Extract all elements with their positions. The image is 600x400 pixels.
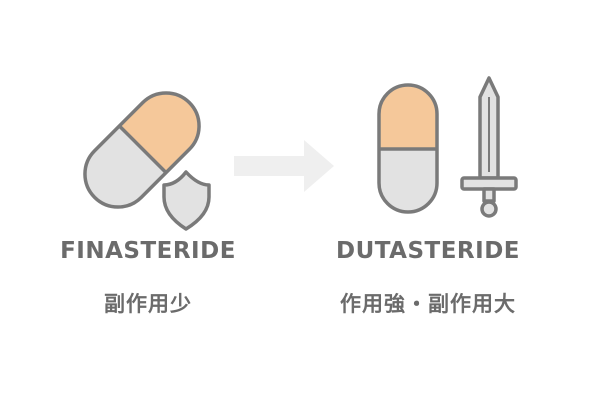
arrow-right-icon: [234, 140, 334, 192]
shield-icon: [162, 170, 211, 231]
drug-description-left: 副作用少: [104, 292, 192, 316]
drug-name-right: DUTASTERIDE: [335, 238, 520, 264]
sword-icon: [460, 76, 518, 218]
drug-description-right: 作用強・副作用大: [340, 292, 516, 316]
capsule-icon-right: [377, 83, 439, 214]
capsule-icon-left: [83, 91, 201, 209]
drug-name-left: FINASTERIDE: [60, 238, 236, 264]
